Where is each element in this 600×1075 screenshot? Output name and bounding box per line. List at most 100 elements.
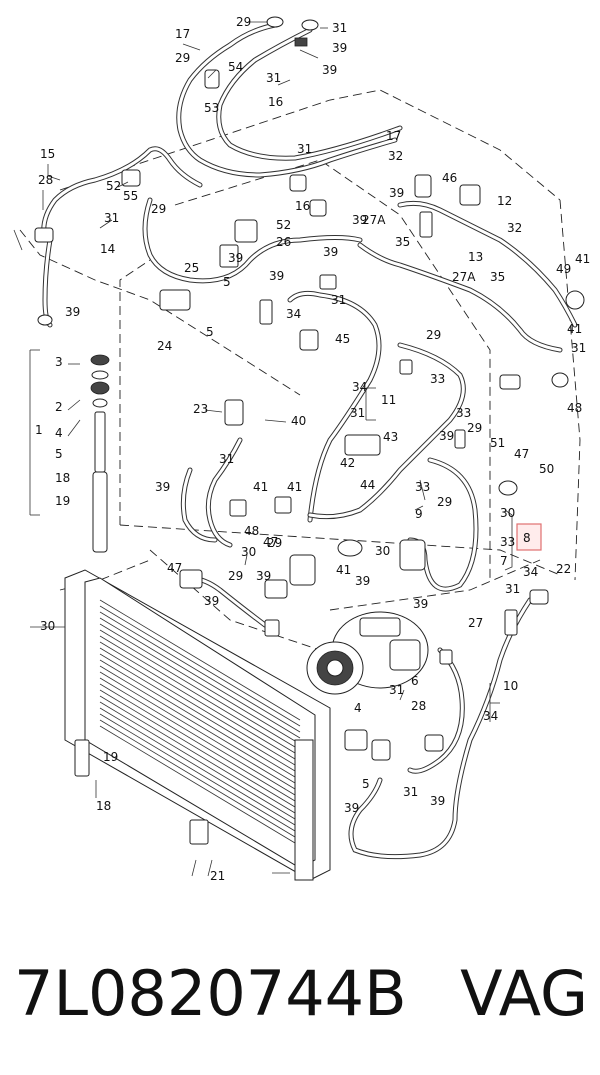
callout-label: 29 xyxy=(151,202,166,216)
callout-label: 16 xyxy=(295,199,310,213)
callout-label: 31 xyxy=(297,142,312,156)
callout-label: 31 xyxy=(389,683,404,697)
callout-label: 45 xyxy=(335,332,350,346)
callout-label: 24 xyxy=(157,339,172,353)
callout-label: 47 xyxy=(514,447,529,461)
callout-label: 54 xyxy=(228,60,243,74)
leader-line xyxy=(67,399,81,411)
leader-line xyxy=(244,554,248,566)
callout-label: 30 xyxy=(241,545,256,559)
callout-label: 28 xyxy=(38,173,53,187)
callout-label: 41 xyxy=(336,563,351,577)
leader-line xyxy=(399,689,405,701)
callout-label: 31 xyxy=(571,341,586,355)
callout-label: 39 xyxy=(323,245,338,259)
callout-label: 5 xyxy=(362,777,370,791)
condenser-fin xyxy=(99,605,301,727)
callout-label: 1 xyxy=(35,423,43,437)
ac-system-exploded-diagram: 2931172939543139531617152852552931163246… xyxy=(13,15,590,883)
condenser-fin xyxy=(99,689,301,811)
callout-label: 31 xyxy=(219,452,234,466)
callout-label: 51 xyxy=(490,436,505,450)
condenser-fin xyxy=(99,665,301,787)
callout-label: 31 xyxy=(104,211,119,225)
callout-label: 34 xyxy=(523,565,538,579)
callout-label: 28 xyxy=(411,699,426,713)
callout-label: 6 xyxy=(411,674,419,688)
callout-label: 22 xyxy=(556,562,571,576)
callout-label: 25 xyxy=(184,261,199,275)
callout-label: 21 xyxy=(210,869,225,883)
condenser-fin xyxy=(99,713,301,835)
callout-label: 39 xyxy=(155,480,170,494)
callout-label: 55 xyxy=(123,189,138,203)
callout-label: 32 xyxy=(388,149,403,163)
condenser-fin xyxy=(99,707,301,829)
callout-label: 3 xyxy=(55,355,63,369)
callout-label: 39 xyxy=(204,594,219,608)
callout-label: 52 xyxy=(106,179,121,193)
callout-label: 46 xyxy=(442,171,457,185)
callout-label: 39 xyxy=(344,801,359,815)
callout-label: 31 xyxy=(332,21,347,35)
callout-label: 5 xyxy=(55,447,63,461)
leader-line xyxy=(264,419,287,423)
callout-label: 27A xyxy=(452,270,476,284)
callout-label: 31 xyxy=(403,785,418,799)
callout-label: 11 xyxy=(381,393,396,407)
callout-label: 39 xyxy=(352,213,367,227)
callout-label: 30 xyxy=(375,544,390,558)
callout-label: 12 xyxy=(497,194,512,208)
callout-label: 33 xyxy=(456,406,471,420)
condenser-fin xyxy=(99,647,301,769)
condenser-fin xyxy=(99,719,301,841)
callout-label: 30 xyxy=(40,619,55,633)
leader-line xyxy=(99,219,113,229)
condenser-fin xyxy=(99,653,301,775)
central-hoses xyxy=(142,197,578,860)
callout-label: 34 xyxy=(286,307,301,321)
condenser-fin xyxy=(99,659,301,781)
leader-line xyxy=(207,69,217,79)
condenser-fin xyxy=(99,617,301,739)
callout-label: 29 xyxy=(467,421,482,435)
callout-label: 15 xyxy=(40,147,55,161)
leader-line xyxy=(414,505,424,511)
callout-label: 30 xyxy=(500,506,515,520)
callout-label: 27A xyxy=(362,213,386,227)
callout-label: 42 xyxy=(340,456,355,470)
condenser-fin xyxy=(99,671,301,793)
callout-label: 39 xyxy=(322,63,337,77)
callout-label: 13 xyxy=(468,250,483,264)
callout-label: 39 xyxy=(256,569,271,583)
highlight-box xyxy=(516,523,542,551)
callout-label: 26 xyxy=(276,235,291,249)
callout-label: 14 xyxy=(100,242,115,256)
part-number: 7L0820744B xyxy=(14,956,407,1030)
callout-label: 39 xyxy=(65,305,80,319)
leader-line xyxy=(504,509,513,571)
callout-label: 19 xyxy=(55,494,70,508)
brand-name: VAG xyxy=(460,956,588,1030)
leader-line xyxy=(182,43,201,51)
callout-label: 29 xyxy=(228,569,243,583)
condenser-fin xyxy=(99,635,301,757)
callout-label: 18 xyxy=(55,471,70,485)
leader-line xyxy=(13,229,23,251)
callout-label: 29 xyxy=(236,15,251,29)
receiver-drier xyxy=(90,354,110,553)
condenser-fin xyxy=(99,599,301,721)
callout-label: 34 xyxy=(352,380,367,394)
callout-label: 4 xyxy=(354,701,362,715)
callout-label: 47 xyxy=(263,535,278,549)
condenser-fin xyxy=(99,641,301,763)
leader-line xyxy=(191,859,197,877)
callout-label: 49 xyxy=(556,262,571,276)
condenser-fin xyxy=(99,695,301,817)
left-hose xyxy=(34,146,203,328)
leader-lines xyxy=(13,21,513,877)
callout-label: 23 xyxy=(193,402,208,416)
callout-label: 52 xyxy=(276,218,291,232)
callout-label: 9 xyxy=(415,507,423,521)
callout-label: 41 xyxy=(575,252,590,266)
